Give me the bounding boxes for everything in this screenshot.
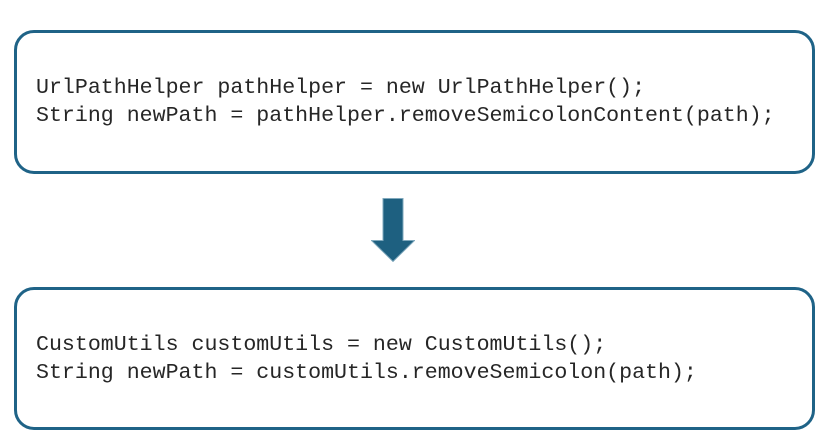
code-box-before: UrlPathHelper pathHelper = new UrlPathHe… xyxy=(14,30,815,174)
code-line: String newPath = customUtils.removeSemic… xyxy=(36,360,697,385)
down-arrow-icon xyxy=(370,198,416,263)
code-box-after: CustomUtils customUtils = new CustomUtil… xyxy=(14,287,815,430)
code-line: CustomUtils customUtils = new CustomUtil… xyxy=(36,332,607,357)
code-line: UrlPathHelper pathHelper = new UrlPathHe… xyxy=(36,76,646,100)
code-line: String newPath = pathHelper.removeSemico… xyxy=(36,104,775,128)
